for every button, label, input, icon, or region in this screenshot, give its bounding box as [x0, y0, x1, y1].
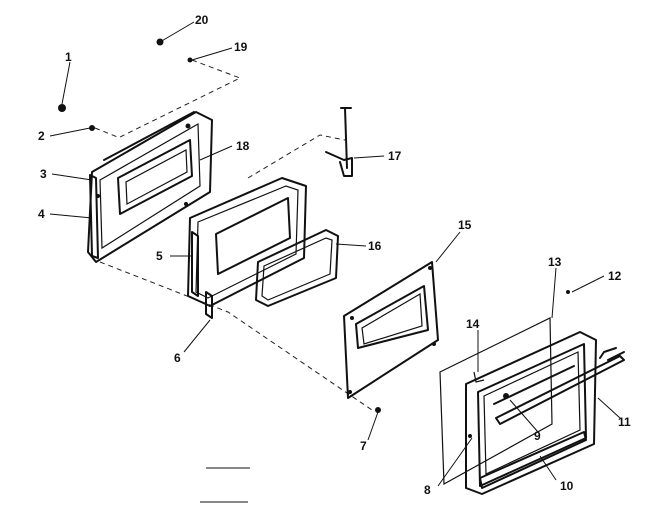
screw-2-icon — [89, 125, 95, 131]
window-frame — [187, 177, 307, 319]
callout-9: 9 — [534, 429, 541, 443]
window-gasket — [255, 229, 339, 307]
callout-16: 16 — [368, 239, 382, 253]
callout-10: 10 — [560, 479, 574, 493]
callout-1: 1 — [65, 50, 72, 64]
callout-17: 17 — [388, 149, 402, 163]
callout-7: 7 — [360, 439, 367, 453]
callout-5: 5 — [156, 249, 163, 263]
callout-13: 13 — [548, 255, 562, 269]
screws — [58, 38, 570, 413]
callout-labels: 20 19 1 2 3 4 5 6 18 17 16 15 7 8 9 10 1… — [38, 13, 631, 497]
inner-glass-panel — [343, 261, 439, 399]
callout-19: 19 — [234, 40, 248, 54]
outer-glass — [439, 317, 553, 486]
clip-14-icon — [473, 371, 485, 383]
callout-2: 2 — [38, 129, 45, 143]
outer-door-frame — [465, 331, 597, 495]
callout-20: 20 — [195, 13, 209, 27]
inner-door-liner — [87, 111, 213, 263]
screw-1-icon — [58, 104, 66, 112]
screw-12-icon — [566, 290, 570, 294]
callout-18: 18 — [236, 139, 250, 153]
callout-4: 4 — [38, 207, 45, 221]
callout-15: 15 — [458, 218, 472, 232]
callout-8: 8 — [424, 483, 431, 497]
screw-19-icon — [187, 57, 193, 63]
leader-lines — [49, 21, 621, 503]
callout-6: 6 — [174, 351, 181, 365]
callout-11: 11 — [618, 415, 631, 429]
callout-14: 14 — [466, 317, 480, 331]
door-handle — [495, 347, 625, 425]
assembly-guide-lines — [94, 59, 373, 411]
callout-3: 3 — [40, 167, 47, 181]
callout-12: 12 — [608, 269, 622, 283]
door-latch — [325, 107, 353, 177]
screw-7-icon — [375, 407, 381, 413]
